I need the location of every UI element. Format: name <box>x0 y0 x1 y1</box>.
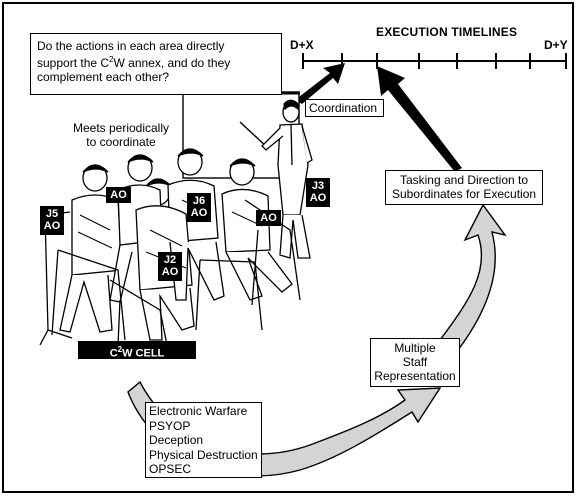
instructor-figure <box>261 99 313 259</box>
seated-group <box>39 148 301 351</box>
tag-j3-line-2: AO <box>309 192 327 204</box>
tasking-arrow <box>377 66 462 172</box>
c2w-cell-sup: 2 <box>117 345 123 354</box>
effect-item: OPSEC <box>149 462 192 476</box>
question-line-3: complement each other? <box>37 70 170 84</box>
coordination-box: Coordination <box>305 99 384 117</box>
meets-line-2: to coordinate <box>86 135 156 149</box>
tasking-line-2: Subordinates for Execution <box>391 187 537 201</box>
coordination-arrow <box>295 63 345 104</box>
timeline-end-label: D+Y <box>544 38 568 52</box>
question-line-1: Do the actions in each area directly <box>37 39 225 53</box>
multiple-staff-box: Multiple Staff Representation <box>370 338 460 387</box>
meets-text: Meets periodically to coordinate <box>66 121 176 149</box>
tag-j2-line-2: AO <box>161 266 179 278</box>
timeline-start-label: D+X <box>290 38 314 52</box>
effect-item: Electronic Warfare <box>149 404 248 418</box>
effect-item: PSYOP <box>149 418 191 433</box>
tasking-box: Tasking and Direction to Subordinates fo… <box>385 170 543 205</box>
question-line-2-post: W annex, and do they <box>113 56 231 70</box>
effect-item: Physical Destruction <box>149 447 258 462</box>
tag-j3-ao: J3 AO <box>306 178 330 207</box>
tag-j5-ao: J5 AO <box>40 206 64 235</box>
tag-j6-line-2: AO <box>190 207 208 219</box>
cycle-arrow-right <box>438 203 507 351</box>
c2w-cell-post: W CELL <box>122 347 165 360</box>
question-box: Do the actions in each area directly sup… <box>30 33 282 95</box>
tag-j2-ao: J2 AO <box>158 252 182 281</box>
c2w-cell-label: C2W CELL <box>78 341 196 360</box>
tag-ao-1: AO <box>106 187 131 203</box>
tag-j5-line-1: J5 <box>45 208 59 220</box>
tasking-line-1: Tasking and Direction to <box>399 173 529 187</box>
tag-ao-2: AO <box>256 210 281 226</box>
multiple-staff-line-2: Staff <box>402 355 428 369</box>
multiple-staff-line-3: Representation <box>374 369 456 383</box>
tag-j3-line-1: J3 <box>311 180 325 192</box>
timeline-title: EXECUTION TIMELINES <box>376 25 518 39</box>
question-line-2-pre: support the C <box>37 56 110 70</box>
meets-line-1: Meets periodically <box>72 121 170 135</box>
question-line-2-sup: 2 <box>109 55 114 64</box>
tag-j6-line-1: J6 <box>192 195 206 207</box>
tag-j6-ao: J6 AO <box>187 193 211 222</box>
tag-j2-line-1: J2 <box>163 254 177 266</box>
c2w-cell-pre: C <box>109 347 118 360</box>
effect-item: Deception <box>149 433 204 447</box>
question-line-2: support the C2W annex, and do they <box>37 53 275 70</box>
effects-list-box: Electronic Warfare PSYOP Deception Physi… <box>145 402 262 478</box>
multiple-staff-line-1: Multiple <box>394 341 436 355</box>
tag-j5-line-2: AO <box>43 220 61 232</box>
